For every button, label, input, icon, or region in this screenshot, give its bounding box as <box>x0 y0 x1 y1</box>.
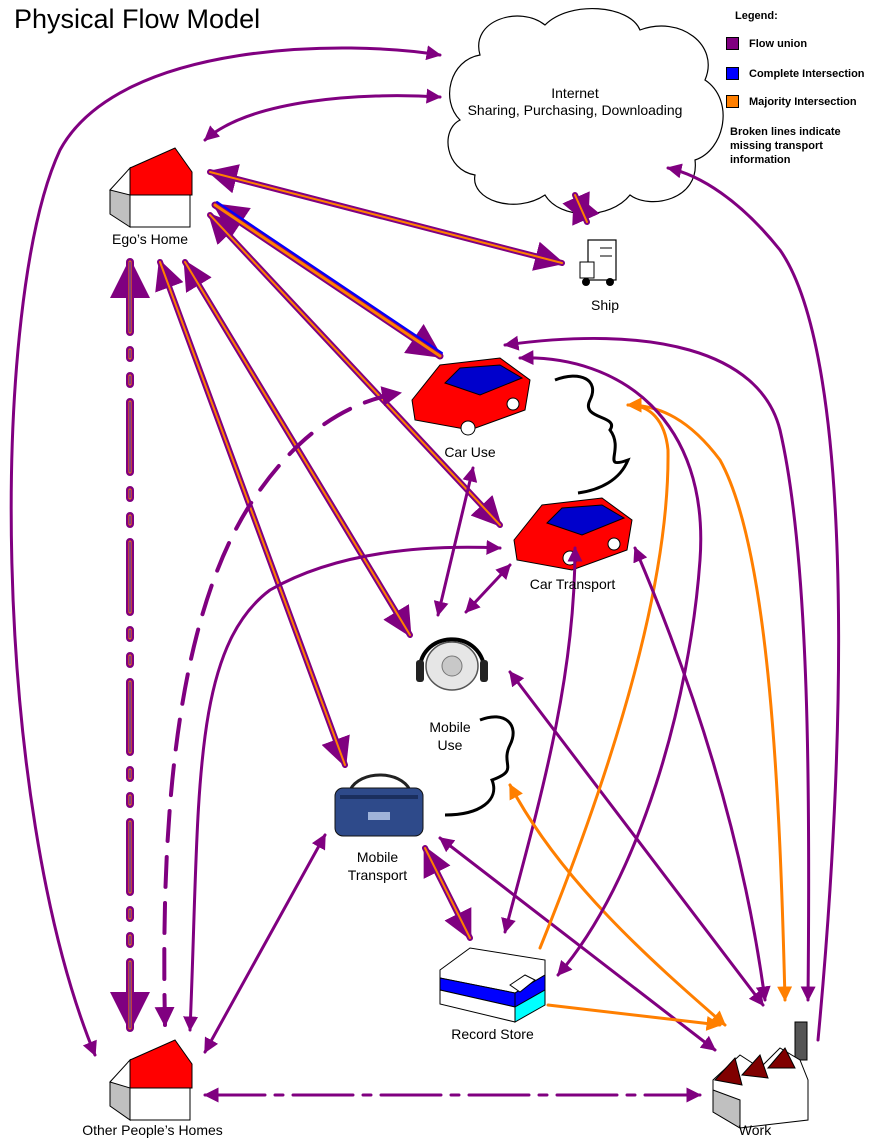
ship-label: Ship <box>590 297 620 313</box>
flow-mobileuse-caruse <box>433 466 478 617</box>
flow-mobileuse-cartransport <box>464 563 512 614</box>
ship-truck-icon <box>579 239 617 286</box>
legend-label: Flow union <box>749 37 808 50</box>
mobile-transport-label: Mobile Transport <box>347 849 408 883</box>
legend-swatch-blue <box>726 67 739 80</box>
legend-title: Legend: <box>735 10 778 22</box>
flow-work-cartransport <box>633 546 771 1002</box>
flow-ego-internet <box>203 88 442 142</box>
flow-work-internet <box>666 163 841 1042</box>
car-use-icon <box>411 357 531 436</box>
flow-recordstore-cartransport <box>501 546 583 934</box>
flow-work-caruse-orange <box>626 397 793 1002</box>
flow-work-caruse <box>503 335 816 1002</box>
mobile-use-cd-player-icon <box>416 637 488 691</box>
car-transport-icon <box>513 497 633 571</box>
car-bracket <box>554 374 631 495</box>
internet-cloud <box>447 8 724 215</box>
legend-swatch-purple <box>726 37 739 50</box>
flow-recordstore-caruse <box>518 350 703 977</box>
internet-title: Internet <box>551 85 599 101</box>
page-title: Physical Flow Model <box>14 4 261 34</box>
car-transport-label: Car Transport <box>529 576 616 592</box>
other-homes-label: Other People’s Homes <box>82 1122 223 1138</box>
record-store-building-icon <box>439 947 546 1023</box>
mobile-transport-bag-icon <box>334 773 424 837</box>
legend-label: Majority Intersection <box>749 95 857 108</box>
work-label: Work <box>738 1122 772 1138</box>
flow-other-cartransport <box>183 539 502 1032</box>
flow-other-caruse <box>154 386 402 1027</box>
egos-home-house-icon <box>109 147 193 228</box>
legend-swatch-orange <box>726 95 739 108</box>
flow-other-internet <box>9 45 442 1057</box>
car-use-label: Car Use <box>444 444 496 460</box>
legend-item-flow-union: Flow union <box>726 37 807 50</box>
work-factory-icon <box>712 1021 809 1129</box>
egos-home-label: Ego’s Home <box>111 231 188 247</box>
flow-other-mobiletransport <box>203 833 327 1054</box>
other-homes-house-icon <box>109 1039 193 1121</box>
record-store-label: Record Store <box>451 1026 534 1042</box>
legend-item-majority-intersection: Majority Intersection <box>726 95 857 108</box>
mobile-use-label: Mobile Use <box>429 719 471 753</box>
legend-item-complete-intersection: Complete Intersection <box>726 67 865 80</box>
legend-label: Complete Intersection <box>749 67 865 80</box>
flow-lines <box>9 45 841 1103</box>
flow-recordstore-work <box>546 1003 722 1031</box>
internet-subtitle: Sharing, Purchasing, Downloading <box>467 102 683 118</box>
legend-note: Broken lines indicate missing transport … <box>730 126 841 166</box>
